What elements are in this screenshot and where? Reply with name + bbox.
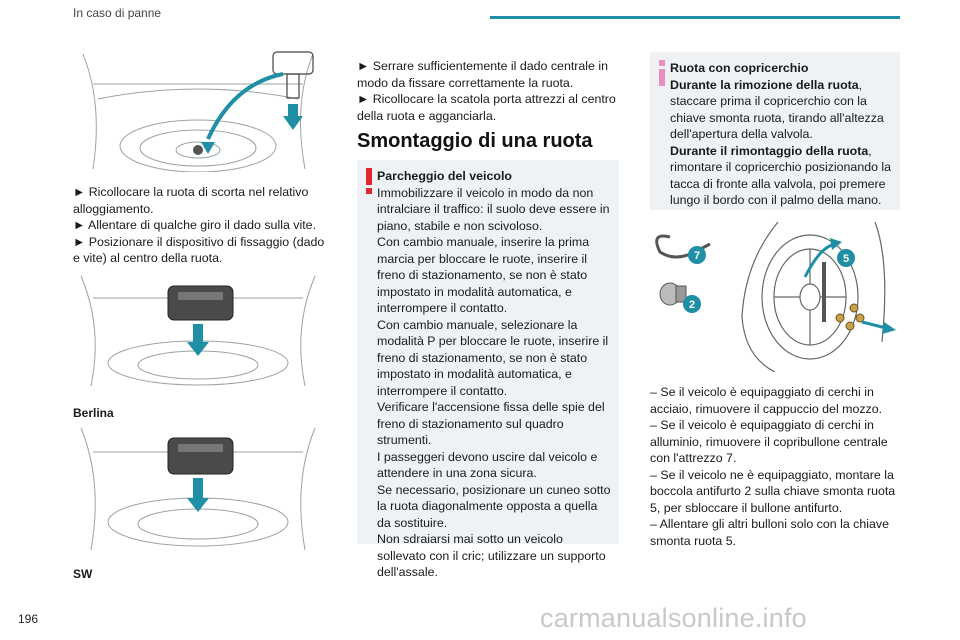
left-bullet-3: ► Posizionare il dispositivo di fissaggi…: [73, 234, 325, 266]
step-1: – Se il veicolo è equipaggiato di cerchi…: [650, 385, 883, 416]
middle-bullet-1: ► Serrare sufficientemente il dado centr…: [357, 59, 609, 90]
warning-line-7: Non sdraiarsi mai sotto un veicolo solle…: [377, 532, 606, 579]
warning-line-5: I passeggeri devono uscire dal veicolo e…: [377, 449, 598, 481]
warning-line-1: Immobilizzare il veicolo in modo da non …: [377, 185, 610, 233]
info-text2: , rimontare il copricerchio posizionando…: [670, 143, 892, 208]
info-paragraph-1: Durante la rimozione della ruota, stacca…: [670, 77, 892, 143]
warning-line-3: Con cambio manuale, selezionare la modal…: [377, 317, 609, 398]
callout-2: 2: [689, 299, 695, 311]
middle-bullets: ► Serrare sufficientemente il dado centr…: [357, 58, 619, 124]
warning-box: Parcheggio del veicolo Immobilizzare il …: [357, 160, 619, 579]
watermark: carmanualsonline.info: [540, 603, 807, 633]
info-sub1: Durante la rimozione della ruota: [670, 77, 859, 92]
wheel-removal-figure: 7 2 5: [650, 221, 900, 373]
label-berlina: Berlina: [73, 406, 114, 420]
warning-title: Parcheggio del veicolo: [377, 169, 512, 183]
info-icon: [658, 60, 666, 91]
step-2: – Se il veicolo è equipaggiato di cerchi…: [650, 418, 888, 465]
left-bullets: ► Ricollocare la ruota di scorta nel rel…: [73, 184, 331, 267]
left-bullet-2: ► Allentare di qualche giro il dado sull…: [73, 218, 317, 232]
info-body: Ruota con copricerchio Durante la rimozi…: [670, 60, 892, 209]
warning-line-6: Se necessario, posizionare un cuneo sott…: [377, 482, 611, 530]
callout-7: 7: [694, 250, 700, 262]
callout-5: 5: [843, 253, 849, 265]
step-4: – Allentare gli altri bulloni solo con l…: [650, 517, 890, 548]
info-paragraph-2: Durante il rimontaggio della ruota, rimo…: [670, 143, 892, 209]
warning-body: Parcheggio del veicolo Immobilizzare il …: [377, 168, 611, 581]
label-sw: SW: [73, 567, 93, 581]
page-number: 196: [18, 612, 39, 626]
warning-line-4: Verificare l'accensione fissa delle spie…: [377, 400, 605, 447]
spare-wheel-figure-1: [73, 44, 323, 173]
info-sub2: Durante il rimontaggio della ruota: [670, 143, 869, 158]
step-3: – Se il veicolo ne è equipaggiato, monta…: [650, 467, 896, 515]
toolbox-sw-figure: [73, 422, 323, 552]
warning-exclamation-icon: [365, 168, 373, 199]
header-rule: [490, 16, 900, 19]
left-bullet-1: ► Ricollocare la ruota di scorta nel rel…: [73, 185, 309, 216]
section-heading: Smontaggio di una ruota: [357, 130, 593, 152]
warning-line-2: Con cambio manuale, inserire la prima ma…: [377, 235, 590, 315]
running-header: In caso di panne: [73, 6, 162, 20]
info-box: Ruota con copricerchio Durante la rimozi…: [650, 52, 900, 210]
middle-bullet-2: ► Ricollocare la scatola porta attrezzi …: [357, 92, 616, 123]
right-steps: – Se il veicolo è equipaggiato di cerchi…: [650, 384, 902, 549]
toolbox-berlina-figure: [73, 268, 323, 388]
info-title: Ruota con copricerchio: [670, 61, 809, 75]
info-text1: , staccare prima il copricerchio con la …: [670, 77, 884, 142]
